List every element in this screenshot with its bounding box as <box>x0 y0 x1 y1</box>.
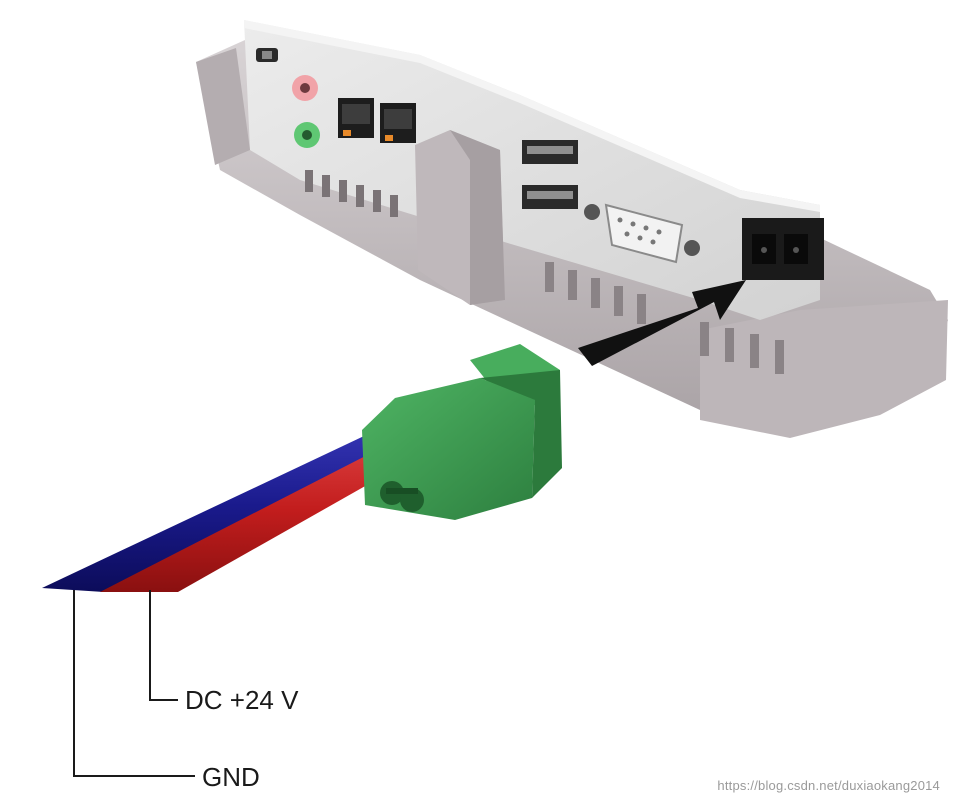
label-dc-24v: DC +24 V <box>185 685 299 715</box>
usb-port-icon <box>522 140 578 209</box>
db9-serial-port-icon <box>584 203 700 264</box>
leader-line-positive <box>149 590 178 701</box>
terminal-plug <box>362 344 562 520</box>
label-gnd: GND <box>202 762 260 792</box>
power-socket-icon <box>742 218 824 280</box>
wire-ground <box>42 420 416 592</box>
insertion-arrow <box>578 280 746 366</box>
kensington-lock-icon <box>256 48 278 62</box>
wire-positive <box>100 428 436 592</box>
watermark: https://blog.csdn.net/duxiaokang2014 <box>717 778 940 793</box>
audio-jack-icon <box>292 75 320 148</box>
ethernet-port-icon <box>338 98 416 143</box>
leader-line-ground <box>73 590 195 777</box>
